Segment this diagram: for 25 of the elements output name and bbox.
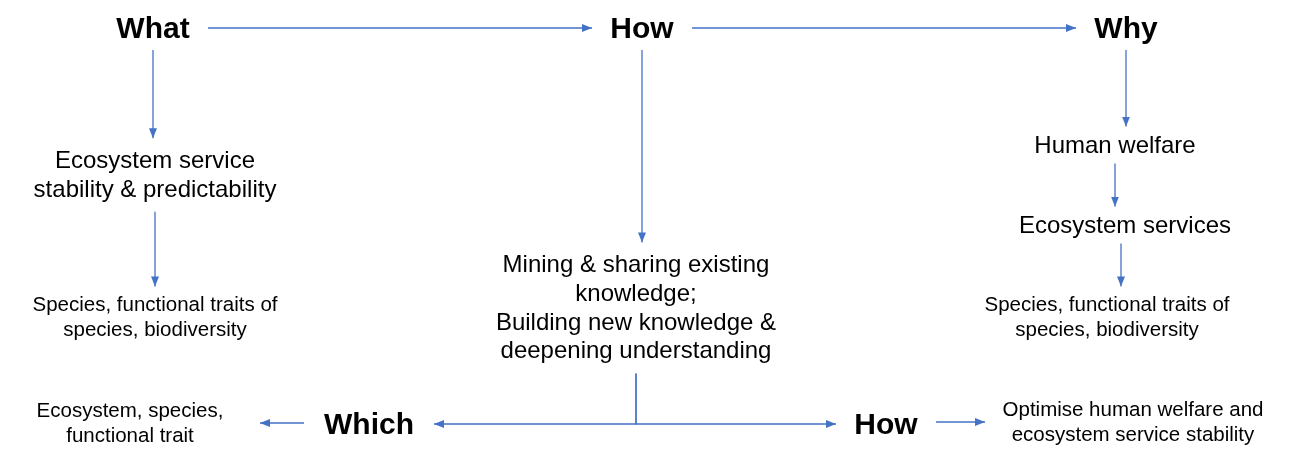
heading: Which	[323, 406, 415, 442]
arrow	[207, 24, 593, 32]
arrow	[151, 211, 159, 288]
node-text: Mining & sharing existing knowledge;	[501, 250, 771, 308]
node-text: Optimise human welfare and ecosystem service stability	[1001, 397, 1265, 447]
arrow	[935, 418, 986, 426]
arrow	[691, 24, 1077, 32]
node-text: Ecosystem, species, functional trait	[35, 398, 225, 448]
arrow	[149, 49, 157, 139]
heading: How	[853, 406, 919, 442]
node-text: Ecosystem services	[1017, 210, 1233, 240]
arrow	[635, 372, 837, 428]
heading: Why	[1093, 10, 1159, 46]
arrow	[1117, 242, 1125, 288]
arrow	[1111, 162, 1119, 208]
arrow	[259, 419, 305, 427]
node-text: Species, functional traits of species, biodiversity	[983, 292, 1231, 342]
arrow	[638, 49, 646, 244]
node-text: Building new knowledge & deepening understanding	[494, 308, 778, 366]
node-text: Human welfare	[1033, 130, 1197, 160]
node-text: Ecosystem service stability & predictability	[32, 146, 278, 204]
node-text: Species, functional traits of species, biodiversity	[31, 292, 279, 342]
arrow	[1122, 49, 1130, 128]
heading: How	[609, 10, 675, 46]
heading: What	[115, 10, 191, 46]
